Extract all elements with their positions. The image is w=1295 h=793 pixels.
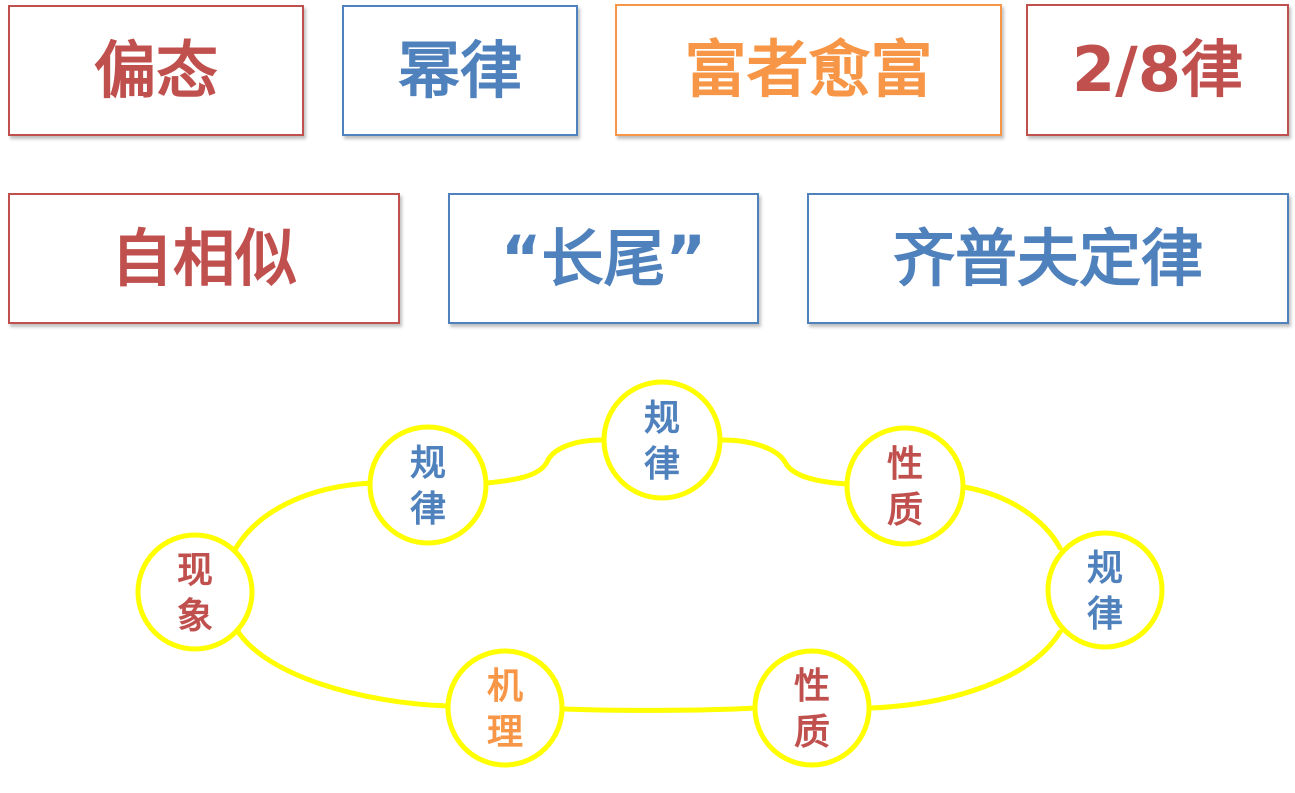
node-ring <box>135 532 255 652</box>
node-label-line-2: 律 <box>644 444 680 485</box>
connector-law-b-to-property-a <box>719 437 850 487</box>
term-label: 2/8律 <box>1072 33 1243 106</box>
node-label-line-1: 机 <box>487 666 523 707</box>
node-label-line-1: 性 <box>887 444 923 485</box>
cycle-node-property-a: 性质 <box>844 425 966 547</box>
node-label-line-2: 理 <box>487 712 523 753</box>
connector-phenomenon-to-law-a <box>229 480 375 558</box>
cycle-node-law-c: 规律 <box>1045 530 1165 650</box>
connector-law-c-to-property-b <box>867 629 1063 711</box>
node-label-line-2: 象 <box>177 596 213 637</box>
cycle-node-phenomenon: 现象 <box>135 532 255 652</box>
node-ring <box>601 379 723 501</box>
term-label: 自相似 <box>110 221 297 295</box>
node-label-line-1: 规 <box>644 398 680 439</box>
connector-property-a-to-law-c <box>961 484 1063 551</box>
node-ring <box>367 424 489 546</box>
term-box-80-20-rule: 2/8律 <box>1026 4 1289 136</box>
node-label-line-1: 现 <box>177 550 213 591</box>
term-box-zipf-law: 齐普夫定律 <box>807 193 1289 324</box>
node-label-line-2: 质 <box>887 490 923 531</box>
term-label: “长尾” <box>500 221 707 295</box>
term-box-self-similarity: 自相似 <box>8 193 400 324</box>
node-label-line-2: 律 <box>1087 594 1123 635</box>
cycle-connectors <box>229 437 1063 713</box>
node-label-line-1: 规 <box>1087 548 1123 589</box>
node-ring <box>752 648 872 768</box>
term-box-power-law: 幂律 <box>342 5 578 136</box>
term-label: 齐普夫定律 <box>892 221 1203 295</box>
node-ring <box>1045 530 1165 650</box>
cycle-node-law-a: 规律 <box>367 424 489 546</box>
cycle-node-mechanism: 机理 <box>445 648 565 768</box>
term-label: 幂律 <box>397 33 522 107</box>
connector-property-b-to-mechanism <box>560 705 759 713</box>
node-label-line-1: 性 <box>794 666 830 707</box>
connector-mechanism-to-phenomenon <box>234 627 451 709</box>
connector-law-a-to-law-b <box>483 437 605 486</box>
cycle-node-property-b: 性质 <box>752 648 872 768</box>
node-ring <box>445 648 565 768</box>
term-label: 富者愈富 <box>684 33 933 106</box>
node-label-line-2: 质 <box>794 712 830 753</box>
term-box-skewness: 偏态 <box>8 5 304 136</box>
term-box-long-tail: “长尾” <box>448 193 759 324</box>
node-label-line-2: 律 <box>410 489 446 530</box>
term-label: 偏态 <box>93 33 218 107</box>
term-box-rich-get-richer: 富者愈富 <box>615 4 1002 136</box>
node-label-line-1: 规 <box>410 443 446 484</box>
cycle-node-law-b: 规律 <box>601 379 723 501</box>
node-ring <box>844 425 966 547</box>
cycle-nodes: 现象规律规律性质规律性质机理 <box>135 379 1165 768</box>
